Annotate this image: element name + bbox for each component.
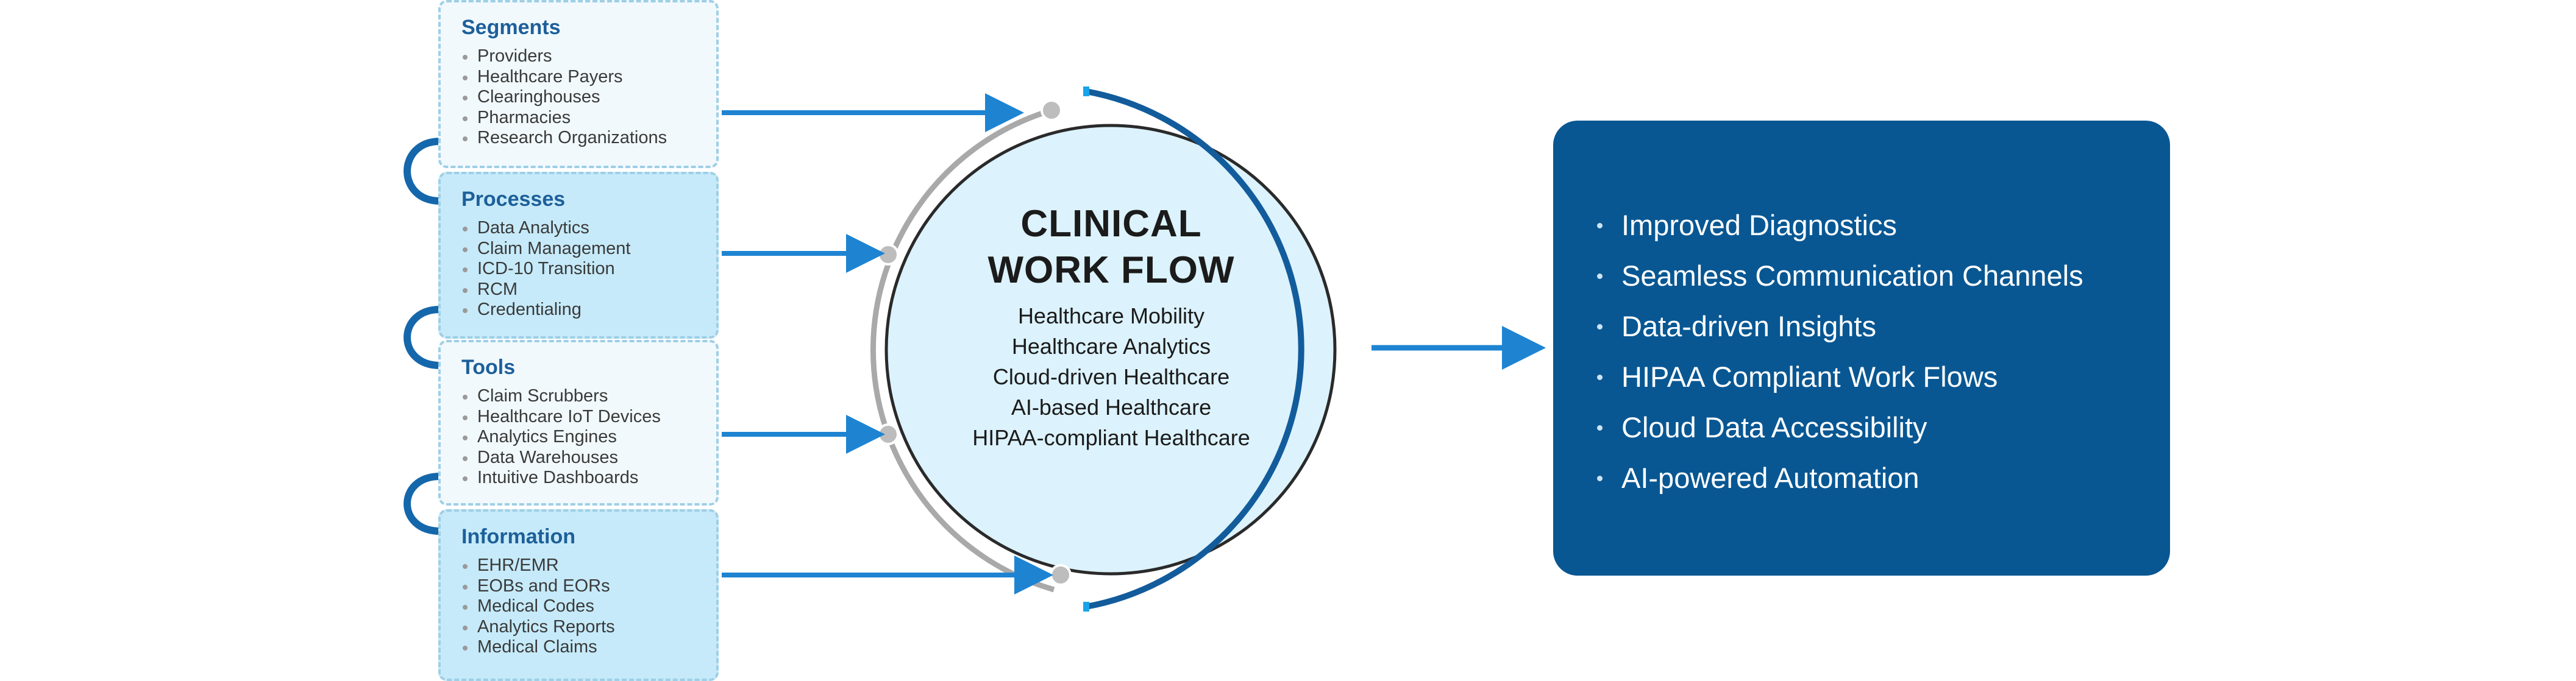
processes-title: Processes — [461, 188, 566, 211]
arc-node-4 — [1050, 564, 1072, 586]
list-item: Clearinghouses — [463, 87, 716, 108]
list-item: Intuitive Dashboards — [463, 468, 716, 489]
tools-box: Tools Claim Scrubbers Healthcare IoT Dev… — [438, 340, 719, 506]
list-item: Healthcare Analytics — [1011, 334, 1211, 359]
list-item: Analytics Engines — [463, 427, 716, 448]
list-item: Credentialing — [463, 300, 716, 320]
list-item: HIPAA Compliant Work Flows — [1597, 351, 2170, 402]
arc-tip-bottom — [1083, 602, 1089, 612]
list-item: Seamless Communication Channels — [1597, 250, 2170, 301]
list-item: Research Organizations — [463, 128, 716, 149]
list-item: Data-driven Insights — [1597, 301, 2170, 351]
tools-title: Tools — [461, 356, 516, 379]
list-item: Medical Codes — [463, 596, 716, 617]
processes-box: Processes Data Analytics Claim Managemen… — [438, 172, 719, 339]
list-item: Cloud Data Accessibility — [1597, 402, 2170, 453]
blue-outer-arc — [1086, 88, 1304, 610]
list-item: Providers — [463, 46, 716, 67]
list-item: Cloud-driven Healthcare — [992, 364, 1230, 389]
list-item: Healthcare IoT Devices — [463, 407, 716, 428]
list-item: AI-based Healthcare — [1011, 395, 1212, 420]
list-item: Improved Diagnostics — [1597, 200, 2170, 250]
list-item: Claim Management — [463, 239, 716, 259]
workflow-circle — [884, 124, 1337, 576]
list-item: AI-powered Automation — [1597, 453, 2170, 503]
loop-connector-processes-tools — [404, 306, 441, 369]
segments-title: Segments — [461, 16, 561, 39]
loop-connector-tools-information — [404, 473, 441, 535]
tools-list: Claim Scrubbers Healthcare IoT Devices A… — [461, 386, 716, 489]
information-list: EHR/EMR EOBs and EORs Medical Codes Anal… — [461, 556, 716, 658]
workflow-title-line2: WORK FLOW — [987, 249, 1235, 291]
list-item: RCM — [463, 280, 716, 300]
outcomes-list: Improved Diagnostics Seamless Communicat… — [1597, 200, 2170, 503]
workflow-title: CLINICAL WORK FLOW — [889, 201, 1333, 294]
loop-connector-segments-processes — [404, 138, 441, 205]
processes-list: Data Analytics Claim Management ICD-10 T… — [461, 218, 716, 320]
segments-list: Providers Healthcare Payers Clearinghous… — [461, 46, 716, 149]
list-item: HIPAA-compliant Healthcare — [972, 425, 1250, 450]
list-item: ICD-10 Transition — [463, 259, 716, 280]
outcomes-box: Improved Diagnostics Seamless Communicat… — [1553, 121, 2170, 576]
arc-node-1 — [1041, 99, 1062, 121]
list-item: Data Warehouses — [463, 448, 716, 468]
list-item: EOBs and EORs — [463, 576, 716, 597]
list-item: Medical Claims — [463, 637, 716, 658]
list-item: Healthcare Payers — [463, 67, 716, 88]
list-item: Claim Scrubbers — [463, 386, 716, 407]
list-item: Data Analytics — [463, 218, 716, 239]
workflow-title-line1: CLINICAL — [1020, 203, 1202, 245]
gray-outer-arc — [870, 107, 1055, 593]
arc-tip-top — [1083, 86, 1089, 96]
list-item: EHR/EMR — [463, 556, 716, 576]
list-item: Healthcare Mobility — [1017, 303, 1205, 328]
list-item: Analytics Reports — [463, 617, 716, 638]
workflow-list: Healthcare Mobility Healthcare Analytics… — [889, 301, 1333, 453]
workflow-center: CLINICAL WORK FLOW Healthcare Mobility H… — [889, 201, 1333, 453]
segments-box: Segments Providers Healthcare Payers Cle… — [438, 0, 719, 168]
list-item: Pharmacies — [463, 108, 716, 129]
information-title: Information — [461, 525, 575, 548]
information-box: Information EHR/EMR EOBs and EORs Medica… — [438, 509, 719, 681]
